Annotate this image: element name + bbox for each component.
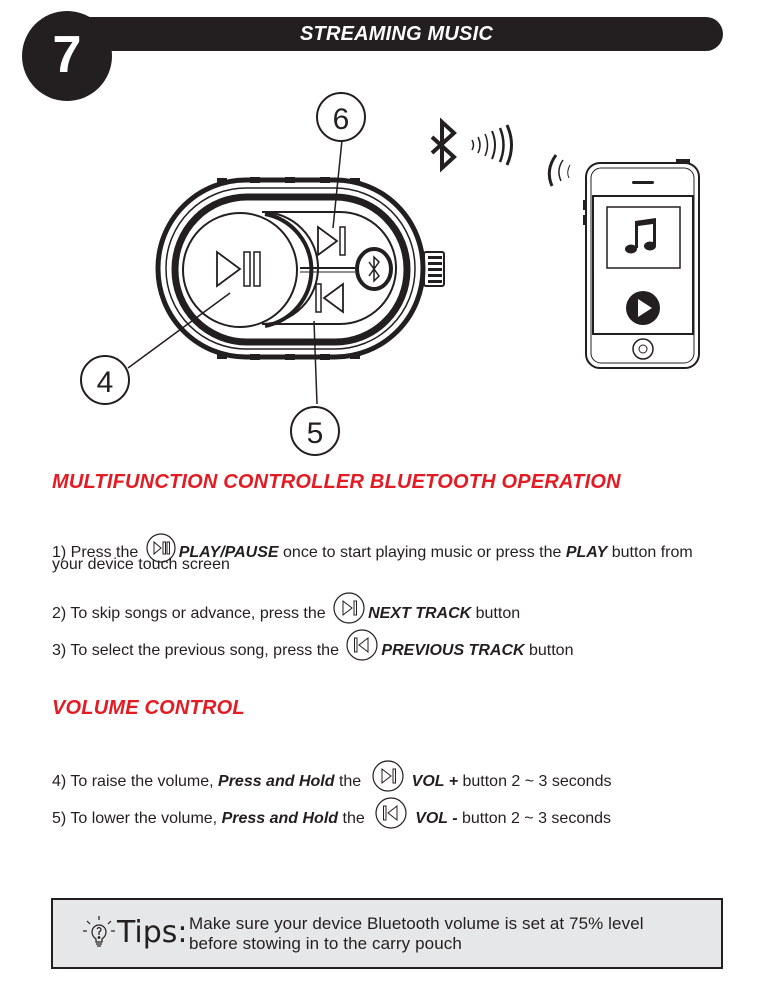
press-and-hold-label: Press and Hold (221, 810, 339, 827)
section-heading-volume-control: VOLUME CONTROL (52, 697, 245, 719)
tips-text: Make sure your device Bluetooth volume i… (189, 914, 644, 954)
bluetooth-icon (430, 117, 457, 173)
previous-track-icon (346, 629, 379, 667)
tips-label: Tips: (117, 915, 188, 950)
instruction-4: 4) To raise the volume, Press and Hold t… (52, 760, 611, 798)
callout-4-label: 4 (97, 366, 114, 399)
controller-illustration: 6 4 5 (80, 92, 700, 456)
smartphone-illustration (583, 159, 700, 369)
press-and-hold-label: Press and Hold (218, 773, 335, 790)
instruction-1-continued: your device touch screen (52, 556, 230, 573)
vol-minus-label: VOL - (415, 810, 458, 827)
instruction-3: 3) To select the previous song, press th… (52, 629, 573, 667)
instruction-1-text: 1) Press the (52, 544, 143, 561)
volume-down-icon (375, 797, 407, 835)
instruction-3-text: 3) To select the previous song, press th… (52, 642, 344, 659)
play-icon (626, 291, 660, 325)
step-number-badge: 7 (22, 11, 112, 101)
vol-plus-label: VOL + (411, 773, 459, 790)
instruction-1-text-2: once to start playing music or press the (278, 544, 566, 561)
tips-line-1: Make sure your device Bluetooth volume i… (189, 914, 644, 933)
section-heading-bluetooth-operation: MULTIFUNCTION CONTROLLER BLUETOOTH OPERA… (52, 471, 621, 493)
controller-device (155, 177, 445, 360)
instruction-5-text-2: the (338, 810, 370, 827)
callout-5: 5 (290, 406, 340, 456)
volume-up-icon (372, 760, 404, 798)
instruction-5-text: 5) To lower the volume, (52, 810, 222, 827)
instruction-5-text-3: button 2 ~ 3 seconds (457, 810, 612, 827)
header-bar: STREAMING MUSIC (70, 17, 723, 51)
callout-6: 6 (316, 92, 366, 142)
instruction-3-text-2: button (524, 642, 574, 659)
play-label: PLAY (565, 544, 608, 561)
next-track-icon (333, 592, 365, 630)
previous-track-label: PREVIOUS TRACK (381, 642, 525, 659)
step-number: 7 (52, 26, 82, 84)
callout-6-label: 6 (333, 103, 350, 136)
callout-4: 4 (80, 355, 130, 405)
instruction-1: 1) Press the PLAY/PAUSE once to start pl… (52, 533, 693, 569)
music-note-icon (625, 218, 656, 254)
instruction-2: 2) To skip songs or advance, press the N… (52, 592, 520, 630)
page-title: STREAMING MUSIC (300, 23, 493, 45)
lightbulb-icon (83, 916, 115, 947)
instruction-2-text-2: button (471, 605, 521, 622)
instruction-5: 5) To lower the volume, Press and Hold t… (52, 797, 611, 835)
instruction-2-text: 2) To skip songs or advance, press the (52, 605, 331, 622)
tips-box: Tips: Make sure your device Bluetooth vo… (51, 898, 723, 969)
phone-signal-icon (547, 154, 571, 187)
callout-5-label: 5 (307, 417, 324, 450)
signal-waves-icon (471, 124, 513, 166)
instruction-4-text-2: the (334, 773, 366, 790)
play-pause-icon (146, 533, 176, 569)
play-pause-label: PLAY/PAUSE (178, 544, 279, 561)
instruction-1-text-3: button from (607, 544, 693, 561)
next-track-label: NEXT TRACK (368, 605, 472, 622)
instruction-4-text-3: button 2 ~ 3 seconds (458, 773, 612, 790)
instruction-4-text: 4) To raise the volume, (52, 773, 219, 790)
tips-line-2: before stowing in to the carry pouch (189, 934, 462, 953)
